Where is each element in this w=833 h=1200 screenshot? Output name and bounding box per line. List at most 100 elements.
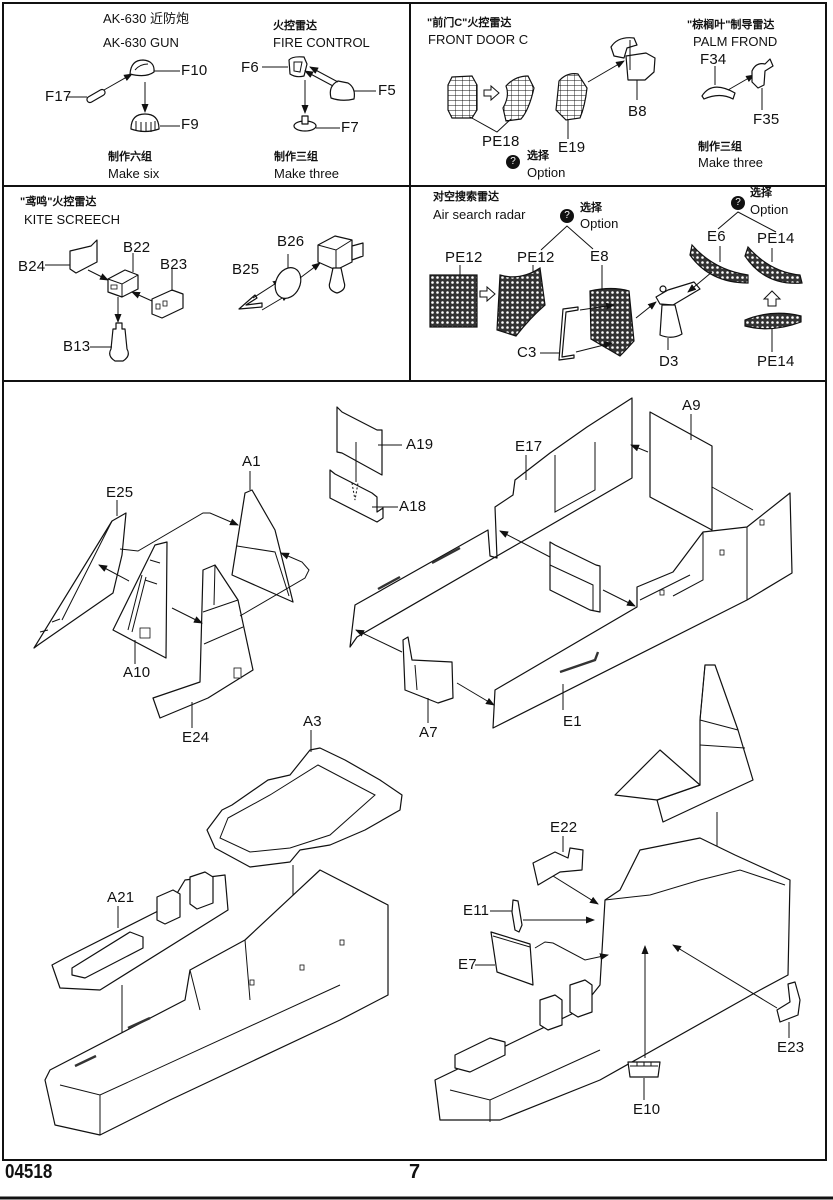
- part-e23-drawing: [776, 981, 801, 1023]
- part-label-pe14-top: PE14: [757, 230, 795, 247]
- palm-frond-title-en: PALM FROND: [693, 34, 778, 49]
- part-label-c3: C3: [517, 344, 537, 361]
- assembly-arrow: [304, 70, 334, 87]
- part-a7-detail: [414, 664, 418, 691]
- assembly-arrow: [103, 73, 133, 91]
- part-f7-drawing: [293, 115, 317, 132]
- part-label-e7: E7: [458, 956, 477, 973]
- part-f34-drawing: [701, 86, 736, 100]
- option-bracket-line: [717, 211, 777, 233]
- part-pe12-curved-drawing: [496, 266, 546, 337]
- assembly-arrow: [552, 875, 599, 905]
- assembly-arrow: [239, 552, 310, 617]
- part-b25-drawing: [238, 294, 263, 310]
- part-label-b26: B26: [277, 233, 305, 250]
- part-label-e24: E24: [182, 729, 210, 746]
- part-a7-drawing: [402, 636, 454, 704]
- part-label-a1: A1: [242, 453, 261, 470]
- assembly-arrow: [299, 262, 321, 279]
- leader-line: [469, 116, 512, 133]
- part-e22-drawing: [532, 847, 584, 886]
- part-label-e23: E23: [777, 1039, 805, 1056]
- part-label-a21: A21: [107, 889, 135, 906]
- outer-border: [2, 2, 827, 1161]
- part-a18-drawing: [329, 469, 384, 523]
- part-e8-drawing: [589, 287, 635, 357]
- bend-arrow-icon: [762, 290, 782, 307]
- part-f35-drawing: [751, 58, 774, 89]
- part-e17-detail: [554, 442, 596, 513]
- front-door-title-zh: "前门C"火控雷达: [427, 17, 512, 29]
- fire-control-title-en: FIRE CONTROL: [273, 35, 370, 50]
- part-d3-drawing: [655, 281, 701, 338]
- part-label-pe12-curved: PE12: [517, 249, 555, 266]
- door-detail: [233, 667, 242, 679]
- part-pe12-flat-drawing: [429, 274, 478, 328]
- part-f9-drawing: [130, 113, 160, 133]
- assembly-arrow: [87, 269, 109, 281]
- fire-control-title-zh: 火控雷达: [273, 20, 317, 32]
- part-label-b22: B22: [123, 239, 151, 256]
- hull-detail: [59, 939, 341, 1135]
- air-search-title-en: Air search radar: [433, 207, 526, 222]
- part-b26-drawing: [274, 267, 302, 299]
- connection-line: [711, 486, 754, 511]
- assembly-arrow: [575, 341, 613, 353]
- assembly-arrow: [499, 530, 551, 558]
- part-b24-drawing: [69, 239, 98, 274]
- part-pe18-curved-drawing: [502, 75, 535, 122]
- part-a1-detail: [236, 545, 290, 597]
- option-label-en: Option: [580, 216, 619, 231]
- gun-mount-detail: [454, 1037, 506, 1073]
- hull-final-detail: [449, 869, 786, 1122]
- part-e25-detail: [39, 520, 113, 633]
- part-label-pe18: PE18: [482, 133, 520, 150]
- kit-code: 04518: [5, 1161, 53, 1183]
- porthole-detail: [659, 589, 665, 596]
- assembly-arrow: [630, 444, 649, 453]
- palm-frond-quantity-en: Make three: [698, 155, 764, 170]
- option-label-zh: 选择: [580, 202, 602, 214]
- bridge-wing-drawing: [614, 749, 701, 801]
- porthole-detail: [339, 939, 345, 946]
- part-b8-drawing: [610, 37, 656, 81]
- part-pe14-curved-drawing: [744, 245, 803, 284]
- question-mark-icon: ?: [560, 209, 574, 223]
- ak630-title-zh: AK-630 近防炮: [103, 11, 189, 26]
- part-label-a7: A7: [419, 724, 438, 741]
- part-label-b24: B24: [18, 258, 46, 275]
- air-search-title-zh: 对空搜索雷达: [433, 191, 499, 203]
- porthole-detail: [249, 979, 255, 986]
- part-a1-drawing: [231, 489, 294, 603]
- part-label-e25: E25: [106, 484, 134, 501]
- ak630-quantity-zh: 制作六组: [108, 151, 152, 163]
- funnel-detail: [569, 979, 593, 1018]
- part-label-b8: B8: [628, 103, 647, 120]
- funnel-detail: [539, 994, 563, 1031]
- assembly-arrow: [456, 682, 495, 706]
- assembly-arrow: [119, 512, 239, 552]
- part-label-f35: F35: [753, 111, 780, 128]
- fire-control-quantity-en: Make three: [274, 166, 340, 181]
- question-mark-icon: ?: [506, 155, 520, 169]
- assembly-arrow: [672, 944, 778, 1009]
- part-e1-detail: [559, 651, 600, 674]
- part-a9-drawing: [649, 411, 713, 531]
- bridge-tower-detail: [699, 664, 746, 749]
- porthole-detail: [719, 549, 725, 556]
- bulkhead-part-detail: [549, 564, 594, 610]
- part-e1-detail: [639, 527, 748, 601]
- part-e11-drawing: [511, 899, 523, 933]
- page-number: 7: [409, 1161, 421, 1183]
- bend-arrow-icon: [479, 285, 496, 303]
- part-f6-drawing: [288, 56, 308, 78]
- option-label-zh: 选择: [527, 150, 549, 162]
- palm-frond-title-zh: "棕榈叶"制导雷达: [687, 19, 775, 31]
- part-label-a19: A19: [406, 436, 434, 453]
- part-label-a3: A3: [303, 713, 322, 730]
- main-assembly-diagram: [33, 397, 801, 1136]
- assembly-arrow: [587, 60, 625, 83]
- part-pe14-flat-drawing: [744, 312, 802, 330]
